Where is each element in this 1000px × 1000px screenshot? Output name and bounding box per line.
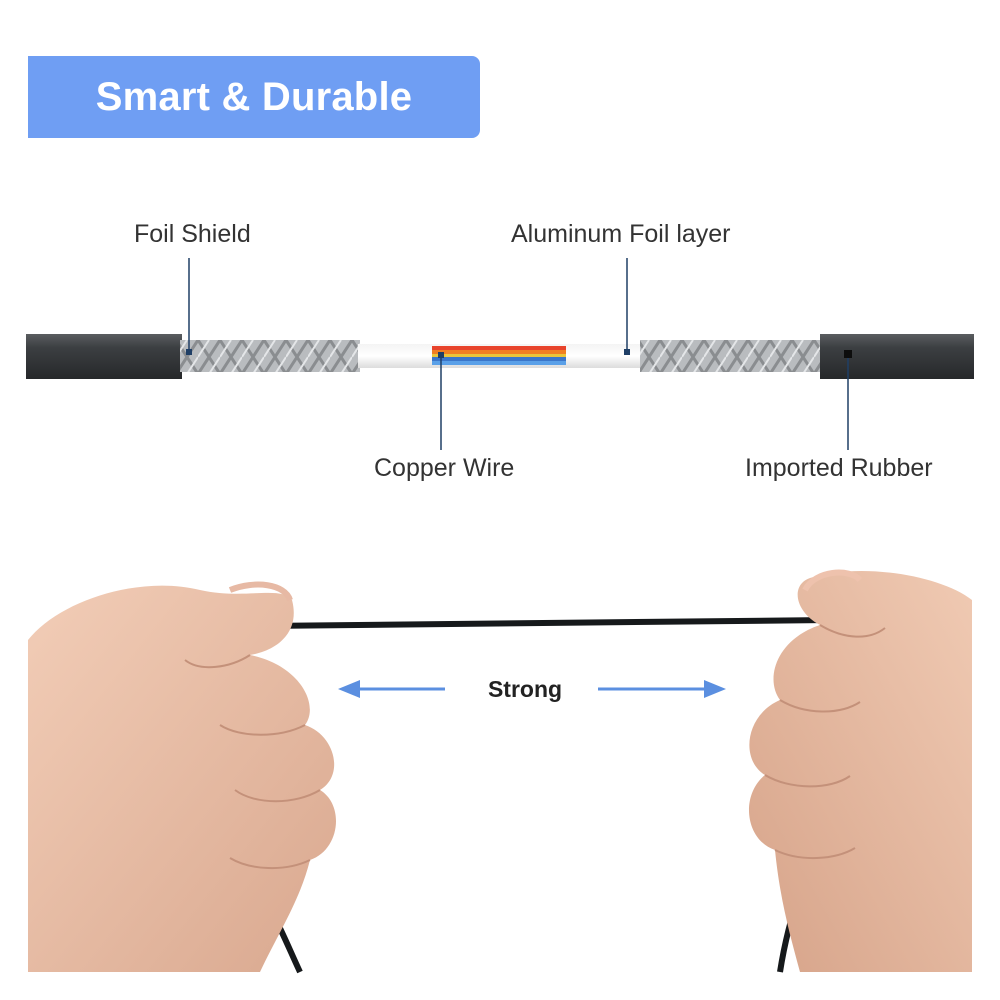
strength-demo-illustration [28, 569, 972, 974]
banner-title: Smart & Durable [95, 74, 413, 119]
right-braided-shield [640, 340, 822, 372]
right-rubber-jacket [820, 334, 974, 379]
cable-cross-section [26, 334, 974, 379]
left-hand [28, 581, 337, 972]
left-arrow-icon [338, 680, 445, 698]
foil-shield-label: Foil Shield [134, 220, 251, 248]
right-arrow-icon [598, 680, 726, 698]
left-rubber-jacket [26, 334, 182, 379]
taut-cable [261, 617, 831, 629]
copper-wire-label: Copper Wire [374, 454, 515, 482]
left-braided-shield [180, 340, 360, 372]
strong-label: Strong [487, 676, 563, 702]
imported-rubber-label: Imported Rubber [745, 454, 933, 482]
copper-wire-bundle [432, 346, 566, 365]
callout-lines [186, 258, 852, 450]
aluminum-foil-label: Aluminum Foil layer [511, 220, 731, 248]
right-hand [748, 569, 972, 972]
feature-banner: Smart & Durable [28, 56, 480, 138]
